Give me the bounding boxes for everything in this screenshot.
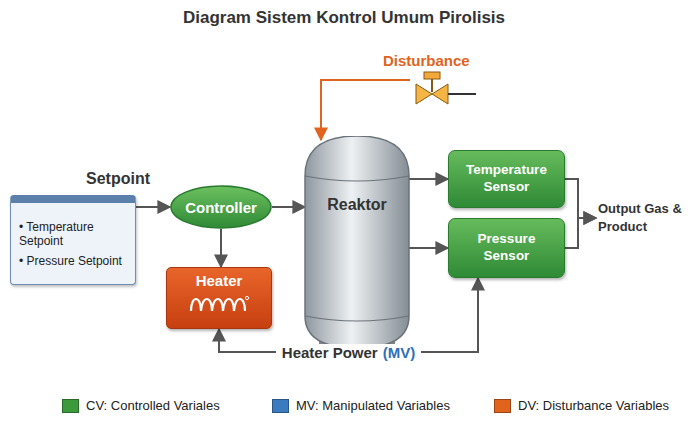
setpoint-box: • Temperature Setpoint • Pressure Setpoin… <box>10 195 136 285</box>
edge-label-patch: Heater Power (MV) <box>276 344 421 361</box>
reactor-vessel: Reaktor <box>297 136 417 362</box>
output-node: Output Gas & Product <box>598 197 684 239</box>
node-text: Output Gas & Product <box>598 200 684 235</box>
disturbance-label: Disturbance <box>383 52 470 69</box>
edge-label: Heater Power <box>282 344 378 361</box>
legend-text: MV: Manipulated Variables <box>296 398 450 413</box>
mv-label: (MV) <box>383 344 416 361</box>
vessel-body <box>305 136 409 348</box>
coil <box>191 299 245 311</box>
node-content: • Temperature Setpoint • Pressure Setpoin… <box>11 203 135 284</box>
node-content: Controller <box>170 185 272 229</box>
legend-text: CV: Controlled Variales <box>86 398 220 413</box>
controller-ellipse: Controller <box>170 185 272 229</box>
node-content: Temperature Sensor <box>449 151 564 207</box>
diagram-title: Diagram Sistem Kontrol Umum Pirolisis <box>0 8 688 28</box>
node-text: Reaktor <box>327 196 387 214</box>
coil-end <box>245 296 248 299</box>
edge-label: Setpoint <box>86 170 150 188</box>
legend-text: DV: Disturbance Variables <box>518 398 669 413</box>
heater-box: Heater <box>166 267 272 329</box>
connector <box>220 229 222 267</box>
connector <box>136 206 170 208</box>
heater-coil-icon <box>189 293 249 315</box>
connector <box>565 218 596 248</box>
node-text: Heater <box>196 272 243 289</box>
node-text: Temperature Sensor <box>455 162 558 196</box>
connector <box>409 178 448 180</box>
connector <box>272 206 305 208</box>
legend-swatch <box>494 399 511 413</box>
legend-swatch <box>62 399 79 413</box>
node-content: Output Gas & Product <box>598 197 684 239</box>
seam <box>305 316 409 321</box>
connector <box>565 179 596 218</box>
valve-symbol <box>416 72 476 104</box>
node-content: Reaktor <box>297 136 417 362</box>
ellipse <box>171 186 271 228</box>
node-text: Pressure Sensor <box>455 231 558 265</box>
sensor-box: Pressure Sensor <box>448 218 565 278</box>
connector <box>409 247 448 249</box>
legend-swatch <box>272 399 289 413</box>
legend-item: MV: Manipulated Variables <box>272 398 450 413</box>
sensor-box: Temperature Sensor <box>448 150 565 208</box>
disturbance-arrow <box>321 80 410 140</box>
legend-item: CV: Controlled Variales <box>62 398 220 413</box>
seam <box>305 176 409 181</box>
node-text: • Temperature Setpoint <box>19 220 127 248</box>
legend-item: DV: Disturbance Variables <box>494 398 669 413</box>
node-text: • Pressure Setpoint <box>19 254 122 268</box>
vessel-shape <box>297 136 417 362</box>
node-text: Controller <box>185 199 257 216</box>
node-content: Pressure Sensor <box>449 219 564 277</box>
node-content: Heater <box>167 268 271 328</box>
